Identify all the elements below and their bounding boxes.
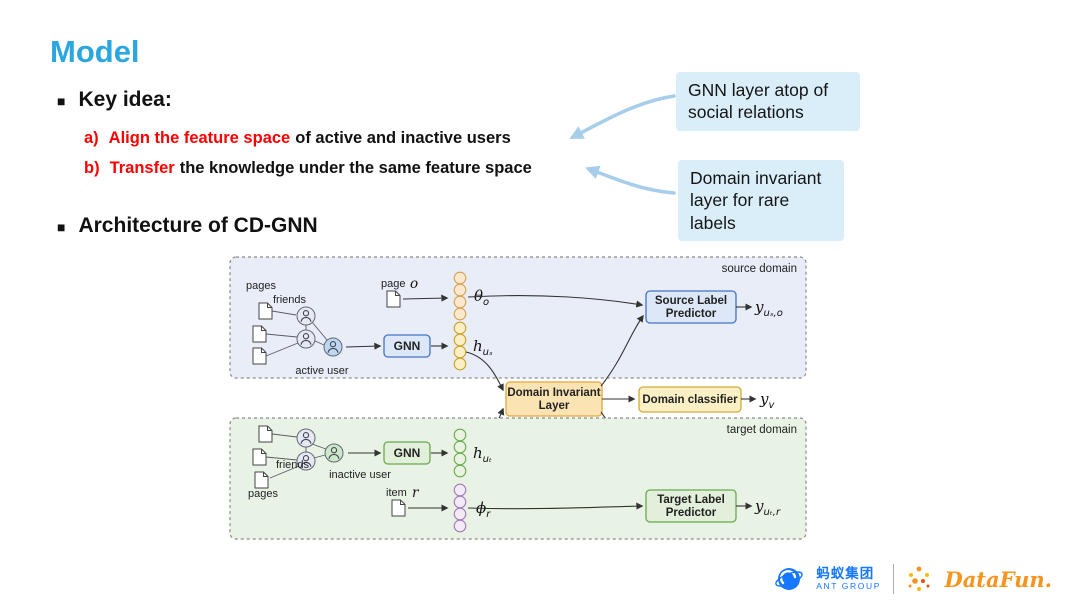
- target-output-label: yuₜ,r: [754, 497, 781, 518]
- callout-arrows: [569, 94, 676, 195]
- callout-domain-invariant: Domain invariant layer for rare labels: [678, 160, 844, 242]
- footer-logos: 蚂蚁集团 ANT GROUP DataFun.: [774, 562, 1052, 596]
- key-point-a-label: a): [84, 129, 99, 147]
- h-ut-label: huₜ: [473, 444, 492, 465]
- page-title: Model: [50, 34, 140, 69]
- callout-gnn-layer: GNN layer atop of social relations: [676, 72, 860, 131]
- page-doc-icon: [252, 448, 267, 466]
- page-doc-icon: [386, 290, 401, 308]
- target-domain: target domain friends pages inactive use…: [229, 417, 807, 540]
- pages-label: pages: [248, 488, 278, 500]
- logo-divider: [892, 564, 895, 594]
- source-domain-label: source domain: [722, 263, 797, 275]
- friends-label: friends: [273, 294, 307, 306]
- page-doc-icon: [252, 347, 267, 365]
- item-var: r: [412, 485, 420, 501]
- target-predictor-line2: Predictor: [666, 507, 717, 519]
- invariant-line1: Domain Invariant: [507, 387, 600, 399]
- page-var: o: [410, 276, 418, 292]
- source-domain-box: [229, 256, 807, 379]
- domain-classifier-label: Domain classifier: [642, 394, 738, 406]
- datafun-logo-icon: [908, 566, 930, 591]
- target-gnn-label: GNN: [394, 446, 421, 460]
- page-doc-icon: [258, 302, 273, 320]
- key-point-b-rest: the knowledge under the same feature spa…: [179, 159, 532, 177]
- page-doc-icon: [254, 471, 269, 489]
- active-user-icon: [323, 337, 343, 357]
- source-social-graph: pages friends active user: [246, 280, 349, 377]
- source-gnn-row: GNN huₛ: [345, 321, 493, 371]
- page-doc-icon: [252, 325, 267, 343]
- page-doc-icon: [258, 425, 273, 443]
- ant-group-cn: 蚂蚁集团: [816, 565, 875, 581]
- callout-arrow-2: [585, 165, 676, 195]
- inactive-user-label: inactive user: [329, 469, 391, 481]
- theta-embedding-stack: [453, 271, 467, 321]
- inactive-user-icon: [324, 443, 344, 463]
- user-icon: [296, 306, 316, 326]
- source-domain: source domain pages friends active user: [229, 256, 807, 379]
- key-idea-heading: ■ Key idea:: [57, 88, 172, 112]
- friends-label: friends: [276, 459, 310, 471]
- key-point-a-highlight: Align the feature space: [108, 129, 291, 147]
- target-embedding-stack: [453, 428, 467, 478]
- source-gnn-box: [383, 334, 431, 358]
- key-point-a-rest: of active and inactive users: [295, 129, 511, 147]
- architecture-heading: ■ Architecture of CD-GNN: [57, 214, 318, 238]
- key-point-b-highlight: Transfer: [109, 159, 175, 177]
- theta-to-predictor-edge: [467, 295, 644, 308]
- target-social-graph: friends pages inactive user: [248, 425, 391, 500]
- item-label: item: [386, 487, 407, 499]
- ant-group-wordmark: 蚂蚁集团 ANT GROUP: [816, 565, 881, 591]
- pages-label: pages: [246, 280, 276, 292]
- middle-section: Domain Invariant Layer Domain classifier…: [465, 314, 775, 499]
- active-user-label: active user: [295, 365, 349, 377]
- invariant-to-source-predictor-edge: [600, 314, 644, 387]
- target-gnn-box: [383, 441, 431, 465]
- page-label: page: [381, 278, 405, 290]
- user-icon: [296, 428, 316, 448]
- architecture-heading-text: Architecture of CD-GNN: [78, 214, 318, 237]
- item-feature-row: item r ϕr: [386, 483, 491, 533]
- ant-group-en: ANT GROUP: [816, 580, 881, 591]
- source-gnn-label: GNN: [394, 339, 421, 353]
- target-domain-label: target domain: [727, 424, 797, 436]
- hs-to-invariant-edge: [465, 351, 504, 392]
- item-doc-icon: [391, 499, 406, 517]
- source-predictor-line2: Predictor: [666, 308, 717, 320]
- source-embedding-stack: [453, 321, 467, 371]
- bullet-square-icon: ■: [57, 93, 66, 109]
- target-gnn-row: GNN huₜ: [348, 428, 492, 478]
- datafun-wordmark: DataFun.: [944, 566, 1052, 592]
- bullet-square-icon: ■: [57, 219, 66, 235]
- ant-group-logo-icon: [775, 568, 804, 590]
- source-predictor-line1: Source Label: [655, 295, 727, 307]
- source-output-label: yuₛ,o: [754, 298, 783, 319]
- target-predictor-line1: Target Label: [657, 494, 725, 506]
- phi-to-predictor-edge: [467, 502, 644, 510]
- callout-arrow-1: [569, 94, 676, 139]
- phi-embedding-stack: [453, 483, 467, 533]
- invariant-line2: Layer: [539, 400, 570, 412]
- user-icon: [296, 329, 316, 349]
- key-point-b-label: b): [84, 159, 100, 177]
- domain-output-label: yv: [759, 390, 775, 411]
- h-us-label: huₛ: [473, 337, 493, 358]
- key-idea-heading-text: Key idea:: [78, 88, 172, 111]
